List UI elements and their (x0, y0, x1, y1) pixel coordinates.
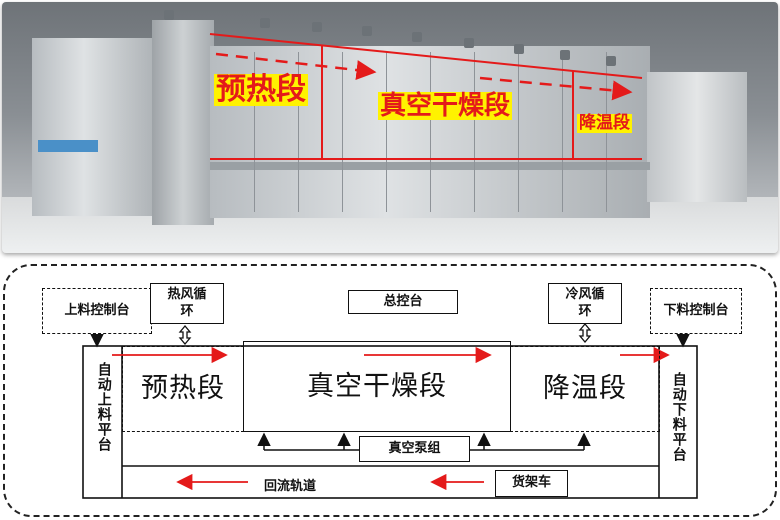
hot-air-cycle-box: 热风循环 (150, 283, 224, 324)
unloading-console-label: 下料控制台 (663, 303, 728, 319)
auto-unloading-platform: 自动下料平台 (661, 352, 695, 482)
rack-cart-label: 货架车 (512, 475, 551, 491)
preheat-section-label: 预热段 (141, 372, 225, 406)
cooling-section-box: 降温段 (510, 346, 660, 432)
auto-loading-platform-label: 自动上料平台 (94, 362, 112, 452)
unloading-console-box: 下料控制台 (650, 288, 742, 334)
preheat-section-box: 预热段 (122, 346, 244, 432)
loading-console-box: 上料控制台 (42, 288, 152, 334)
vacuum-dry-section-box: 真空干燥段 (243, 341, 511, 432)
return-rail-label: 回流轨道 (264, 475, 316, 494)
loading-console-label: 上料控制台 (64, 303, 129, 319)
auto-unloading-platform-label: 自动下料平台 (669, 372, 687, 462)
cold-air-cycle-box: 冷风循环 (548, 283, 622, 324)
main-console-label: 总控台 (383, 294, 422, 310)
vacuum-dry-section-label: 真空干燥段 (307, 370, 447, 404)
vacuum-pump-box: 真空泵组 (359, 436, 470, 462)
auto-loading-platform: 自动上料平台 (85, 352, 121, 462)
cooling-section-label: 降温段 (543, 372, 627, 406)
rack-cart-box: 货架车 (495, 470, 568, 497)
hot-air-cycle-label: 热风循环 (165, 287, 209, 320)
vacuum-pump-label: 真空泵组 (388, 441, 440, 457)
main-console-box: 总控台 (348, 290, 458, 314)
cold-air-cycle-label: 冷风循环 (563, 287, 607, 320)
